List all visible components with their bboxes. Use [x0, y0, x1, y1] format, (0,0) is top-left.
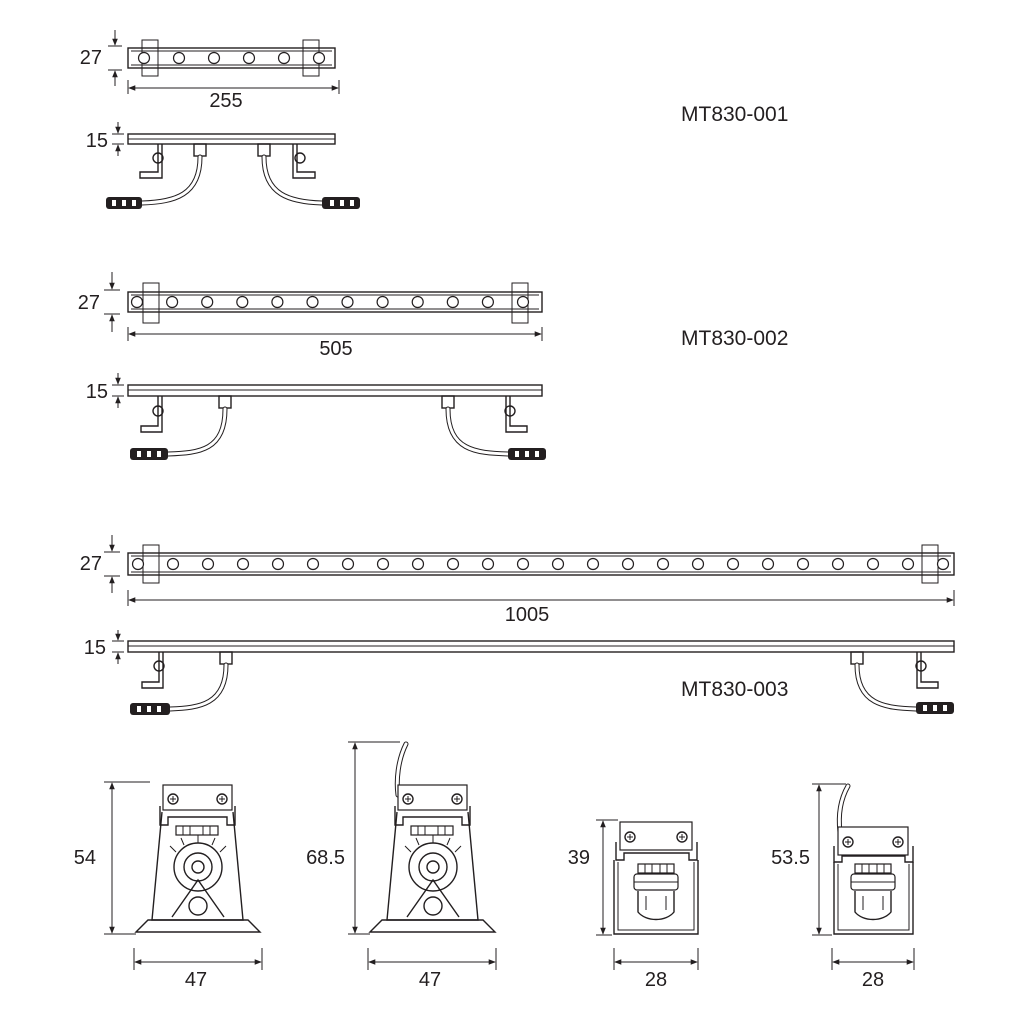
led-lens [172, 51, 186, 65]
model-3-length-dimension: 1005 [127, 590, 955, 626]
bracket-view-2-width-label: 47 [419, 969, 441, 991]
model-3-led-row [131, 557, 950, 571]
bracket-view-1-height-dimension: 54 [74, 781, 150, 935]
model-2-bar-body [127, 291, 543, 313]
led-lens [796, 557, 810, 571]
led-lens [341, 557, 355, 571]
led-lens [936, 557, 950, 571]
led-lens [516, 557, 530, 571]
led-lens [166, 557, 180, 571]
led-lens [691, 557, 705, 571]
led-lens [201, 295, 214, 309]
bracket-view-2-height-dimension: 68.5 [306, 741, 400, 935]
led-lens [586, 557, 600, 571]
led-lens [866, 557, 880, 571]
led-lens [761, 557, 775, 571]
led-lens [411, 295, 424, 309]
bracket-view-3-height-label: 39 [568, 847, 590, 869]
led-lens [726, 557, 740, 571]
led-lens [376, 295, 389, 309]
model-3-length-label: 1005 [505, 604, 550, 626]
bracket-view-4-width-label: 28 [862, 969, 884, 991]
led-lens [131, 557, 145, 571]
model-2-height-dimension: 15 [86, 373, 124, 408]
model-1-width-dimension: 27 [80, 30, 122, 86]
led-lens [306, 557, 320, 571]
bracket-view-2-height-label: 68.5 [306, 847, 345, 869]
model-1-width-label: 27 [80, 47, 102, 69]
bracket-view-3-width-label: 28 [645, 969, 667, 991]
bracket-view-4-height-label: 53.5 [771, 847, 810, 869]
led-lens [207, 51, 221, 65]
model-1-height-label: 15 [86, 130, 108, 152]
led-lens [446, 295, 459, 309]
led-lens [306, 295, 319, 309]
model-2-name: MT830-002 [681, 327, 788, 350]
model-1-length-dimension: 255 [127, 80, 340, 112]
model-2-length-label: 505 [319, 338, 352, 360]
bracket-view-3-height-dimension: 39 [568, 819, 618, 936]
model-2-length-dimension: 505 [127, 327, 543, 360]
led-lens [411, 557, 425, 571]
bracket-view-1-height-label: 54 [74, 847, 96, 869]
model-2-side-view [127, 384, 546, 460]
bracket-view-1-width-dimension: 47 [133, 948, 263, 991]
model-1-bar-body [127, 47, 336, 69]
bracket-view-4-width-dimension: 28 [831, 948, 915, 991]
model-2-width-dimension: 27 [78, 272, 120, 332]
led-lens [551, 557, 565, 571]
led-lens [312, 51, 326, 65]
bracket-view-4 [833, 783, 914, 935]
model-1-height-dimension: 15 [86, 122, 124, 156]
led-lens [201, 557, 215, 571]
led-lens [130, 295, 144, 309]
led-lens [236, 295, 249, 309]
model-3-top-view [127, 544, 955, 584]
led-lens [166, 295, 179, 309]
model-3-side-view [127, 640, 955, 715]
led-lens [271, 295, 284, 309]
led-lens [481, 295, 494, 309]
led-lens [481, 557, 495, 571]
led-lens [621, 557, 635, 571]
model-1-side-view [106, 133, 360, 209]
led-lens [901, 557, 915, 571]
bracket-view-1-width-label: 47 [185, 969, 207, 991]
bracket-view-2 [368, 741, 497, 933]
model-2-top-view [127, 282, 543, 324]
led-lens [137, 51, 151, 65]
led-lens [656, 557, 670, 571]
model-3-height-dimension: 15 [84, 630, 124, 664]
bracket-view-4-height-dimension: 53.5 [771, 783, 846, 936]
model-3-width-label: 27 [80, 553, 102, 575]
led-lens [271, 557, 285, 571]
led-lens [341, 295, 354, 309]
model-3-name: MT830-003 [681, 678, 788, 701]
model-3-width-dimension: 27 [80, 535, 120, 593]
model-3-height-label: 15 [84, 637, 106, 659]
model-1-led-row [137, 51, 326, 65]
led-lens [242, 51, 256, 65]
model-1-length-label: 255 [209, 90, 242, 112]
led-lens [446, 557, 460, 571]
bracket-view-2-width-dimension: 47 [367, 948, 497, 991]
led-lens [516, 295, 530, 309]
led-lens [376, 557, 390, 571]
led-lens [236, 557, 250, 571]
led-lens [277, 51, 291, 65]
bracket-view-3 [613, 821, 699, 935]
model-2-width-label: 27 [78, 292, 100, 314]
model-1-top-view [127, 39, 336, 77]
model-2-led-row [130, 295, 530, 309]
bracket-view-3-width-dimension: 28 [613, 948, 699, 991]
bracket-view-1 [134, 784, 262, 933]
model-2-height-label: 15 [86, 381, 108, 403]
model-1-name: MT830-001 [681, 103, 788, 126]
model-3-bar-body [127, 552, 955, 576]
led-lens [831, 557, 845, 571]
